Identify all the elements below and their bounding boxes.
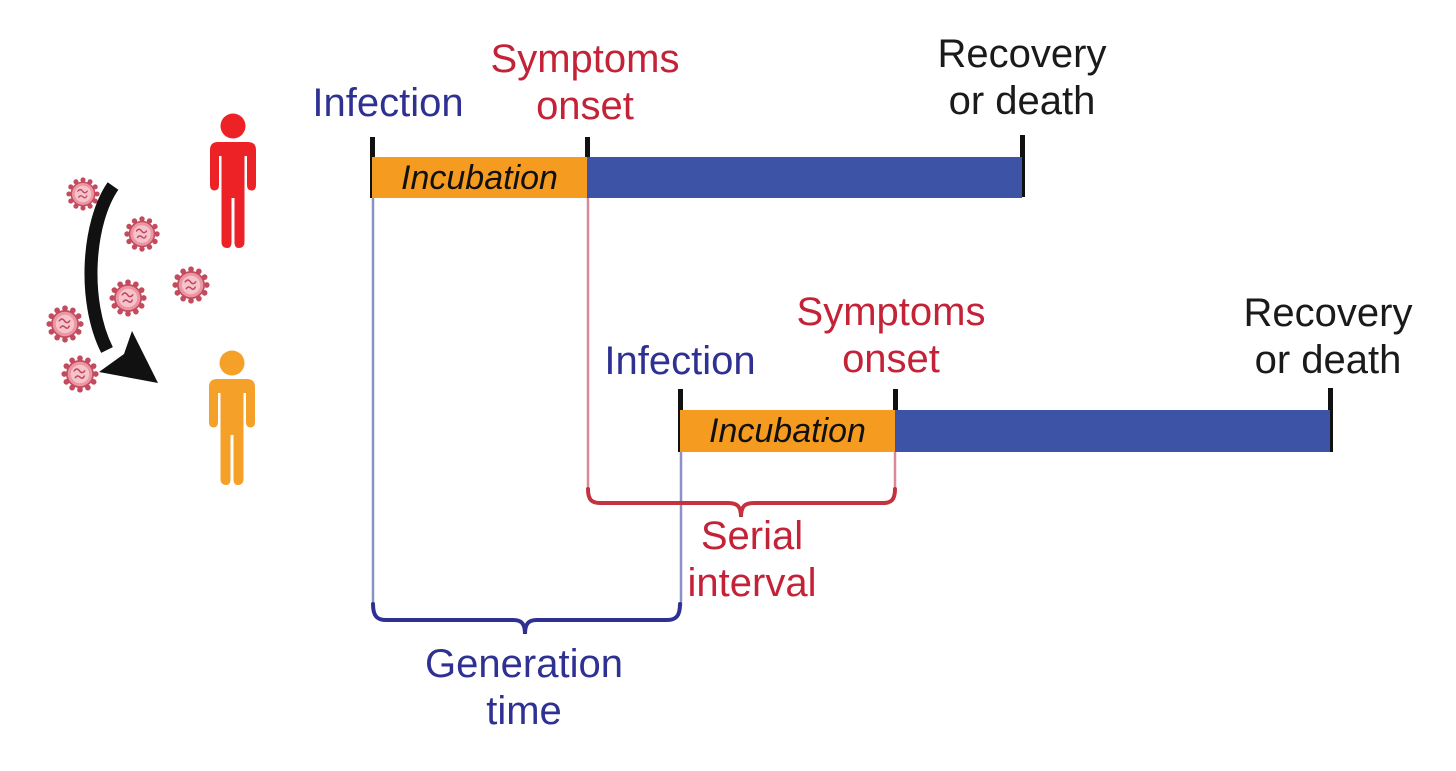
infector-person-icon <box>210 113 256 248</box>
infector-recovery-label: Recovery or death <box>937 32 1107 123</box>
infectee-incubation-label: Incubation <box>709 412 866 450</box>
virus-icon <box>45 304 85 344</box>
generation-time-brace <box>371 602 682 635</box>
serial-interval-brace <box>586 487 897 518</box>
serial-interval-label: Serial interval <box>687 514 817 605</box>
infectee-recovery-label: Recovery or death <box>1243 291 1413 382</box>
virus-icon <box>171 265 211 305</box>
transmission-arrow-icon <box>84 182 158 383</box>
virus-icon <box>123 215 161 253</box>
generation-time-label: Generation time <box>425 642 623 733</box>
infector-symptomatic-bar <box>587 157 1022 198</box>
infectee-incubation-bar: Incubation <box>680 410 895 452</box>
virus-icon <box>65 176 101 212</box>
infectee-symptomatic-bar <box>895 410 1330 452</box>
infector-recovery-tick <box>1019 135 1025 197</box>
infector-infection-label: Infection <box>312 81 464 125</box>
infectee-infection-label: Infection <box>604 339 756 383</box>
infectee-person-icon <box>209 350 255 485</box>
infector-incubation-label: Incubation <box>401 158 558 197</box>
infectee-symptoms-onset-label: Symptoms onset <box>796 290 986 381</box>
virus-icon <box>60 354 100 394</box>
infector-symptoms-onset-label: Symptoms onset <box>490 37 680 128</box>
infector-incubation-bar: Incubation <box>372 157 587 198</box>
virus-icon <box>108 278 148 318</box>
infectee-recovery-tick <box>1327 388 1333 452</box>
